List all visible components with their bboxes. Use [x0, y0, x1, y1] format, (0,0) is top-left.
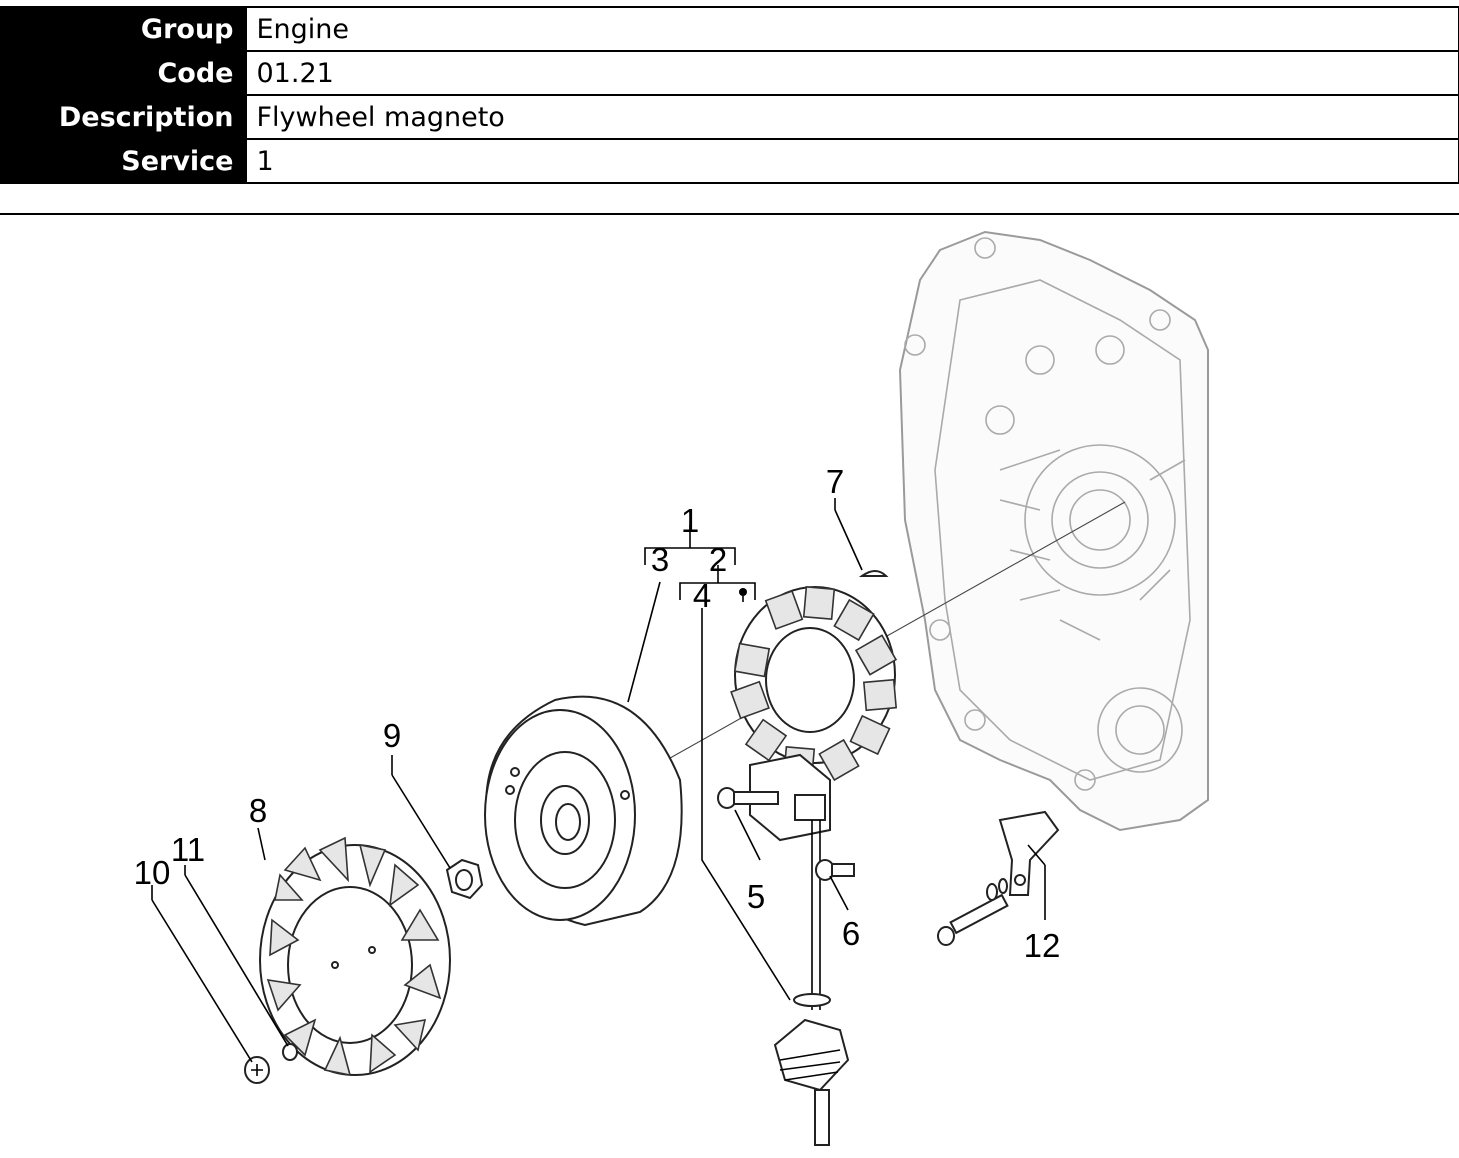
- callout-7: 7: [826, 463, 844, 500]
- callout-12: 12: [1024, 927, 1061, 964]
- callout-10: 10: [134, 854, 171, 891]
- callout-2: 2: [709, 541, 727, 578]
- exploded-parts-diagram: 1 2 3 4 5 6 7 8 9 10 11 12: [134, 230, 1209, 1146]
- bracket-12-drawing: [937, 810, 1060, 946]
- screw-6-drawing: [815, 859, 855, 881]
- screw-10-drawing: [244, 1056, 270, 1084]
- key-7-drawing: [858, 570, 889, 577]
- code-label: Code: [0, 50, 245, 96]
- description-value: Flywheel magneto: [243, 94, 1459, 140]
- callout-4: 4: [693, 577, 711, 614]
- leader-lines: [151, 498, 1046, 1063]
- dot-marker: [739, 588, 747, 596]
- separator-rule: [0, 213, 1459, 215]
- cooling-fan-drawing: [259, 836, 451, 1077]
- info-row-service: Service 1: [0, 138, 1459, 184]
- flywheel-rotor-drawing: [484, 695, 683, 927]
- service-value: 1: [243, 138, 1459, 184]
- nut-9-drawing: [445, 858, 484, 900]
- service-label: Service: [0, 138, 245, 184]
- callout-3: 3: [651, 541, 669, 578]
- stator-drawing: [730, 585, 898, 1146]
- screw-5-drawing: [717, 787, 779, 809]
- info-row-group: Group Engine: [0, 6, 1459, 52]
- callout-1: 1: [681, 502, 699, 539]
- crankcase-drawing: [898, 230, 1209, 832]
- description-label: Description: [0, 94, 245, 140]
- info-table: Group Engine Code 01.21 Description Flyw…: [0, 6, 1459, 184]
- callout-9: 9: [383, 717, 401, 754]
- callout-11: 11: [171, 831, 205, 868]
- washer-11-drawing: [282, 1043, 298, 1061]
- info-row-code: Code 01.21: [0, 50, 1459, 96]
- code-value: 01.21: [243, 50, 1459, 96]
- callout-5: 5: [747, 878, 765, 915]
- callout-6: 6: [842, 915, 860, 952]
- info-row-description: Description Flywheel magneto: [0, 94, 1459, 140]
- callout-8: 8: [249, 792, 267, 829]
- group-label: Group: [0, 6, 245, 52]
- group-value: Engine: [243, 6, 1459, 52]
